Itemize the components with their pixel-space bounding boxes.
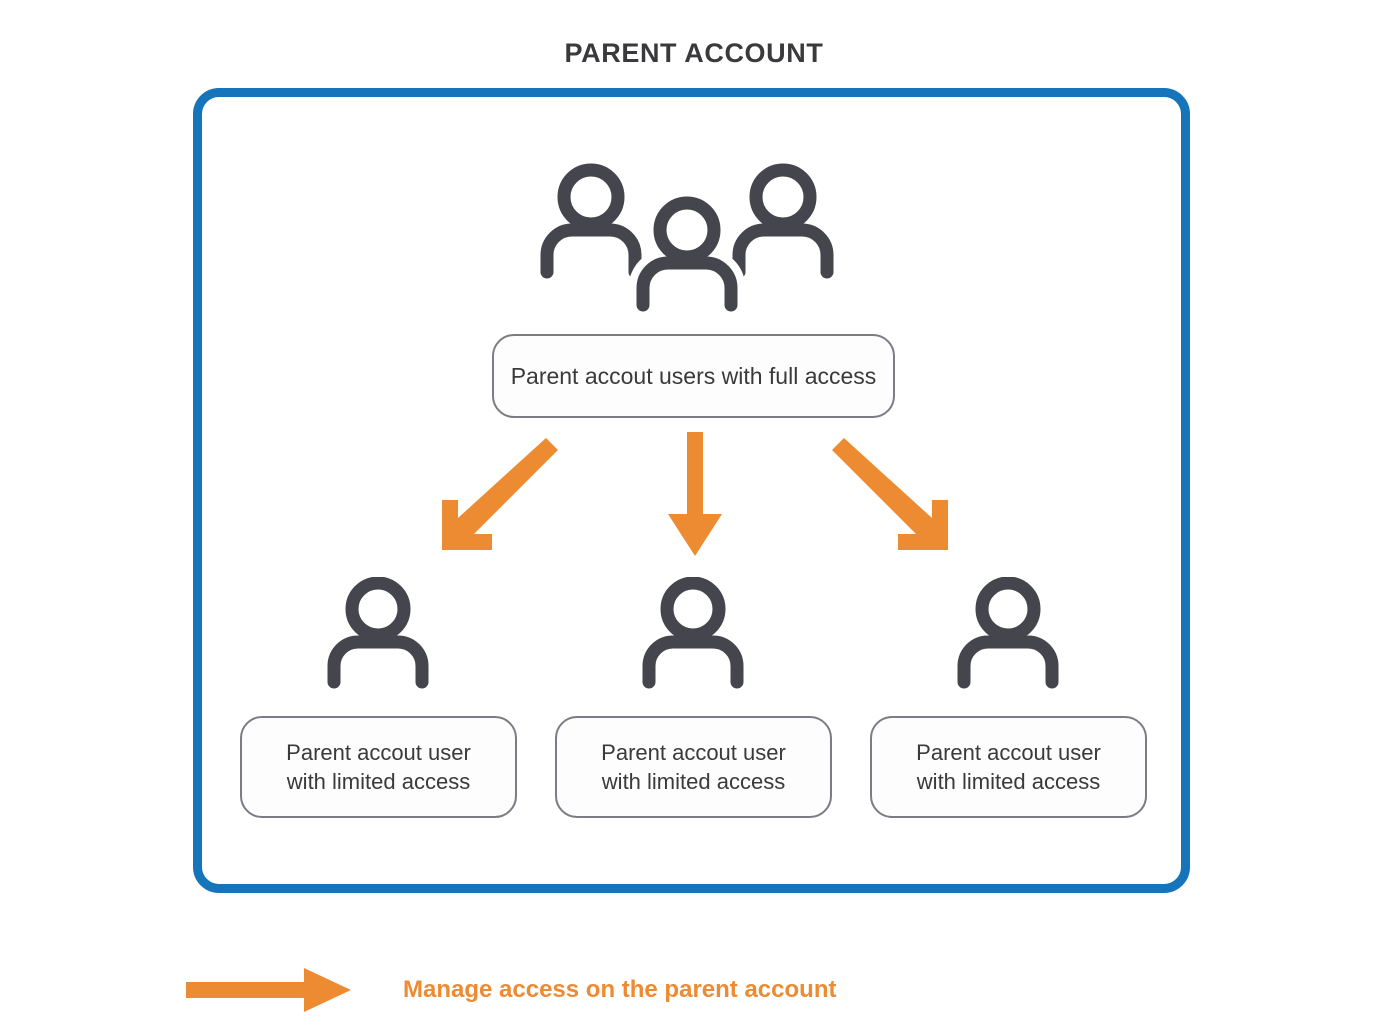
arrow-to-center-user: [668, 432, 722, 556]
legend: Manage access on the parent account: [186, 962, 1186, 1018]
page-title: PARENT ACCOUNT: [564, 38, 824, 68]
right-arrow-icon: [186, 968, 351, 1012]
person-icon: [327, 577, 429, 689]
person-icon: [957, 577, 1059, 689]
arrow-to-left-user: [442, 438, 558, 550]
person-icon: [642, 577, 744, 689]
arrow-to-right-user: [832, 438, 948, 550]
full-access-label-box: Parent accout users with full access: [492, 334, 895, 418]
group-of-three-people-icon: [540, 163, 834, 315]
legend-label: Manage access on the parent account: [403, 976, 837, 1003]
full-access-label: Parent accout users with full access: [510, 362, 877, 389]
